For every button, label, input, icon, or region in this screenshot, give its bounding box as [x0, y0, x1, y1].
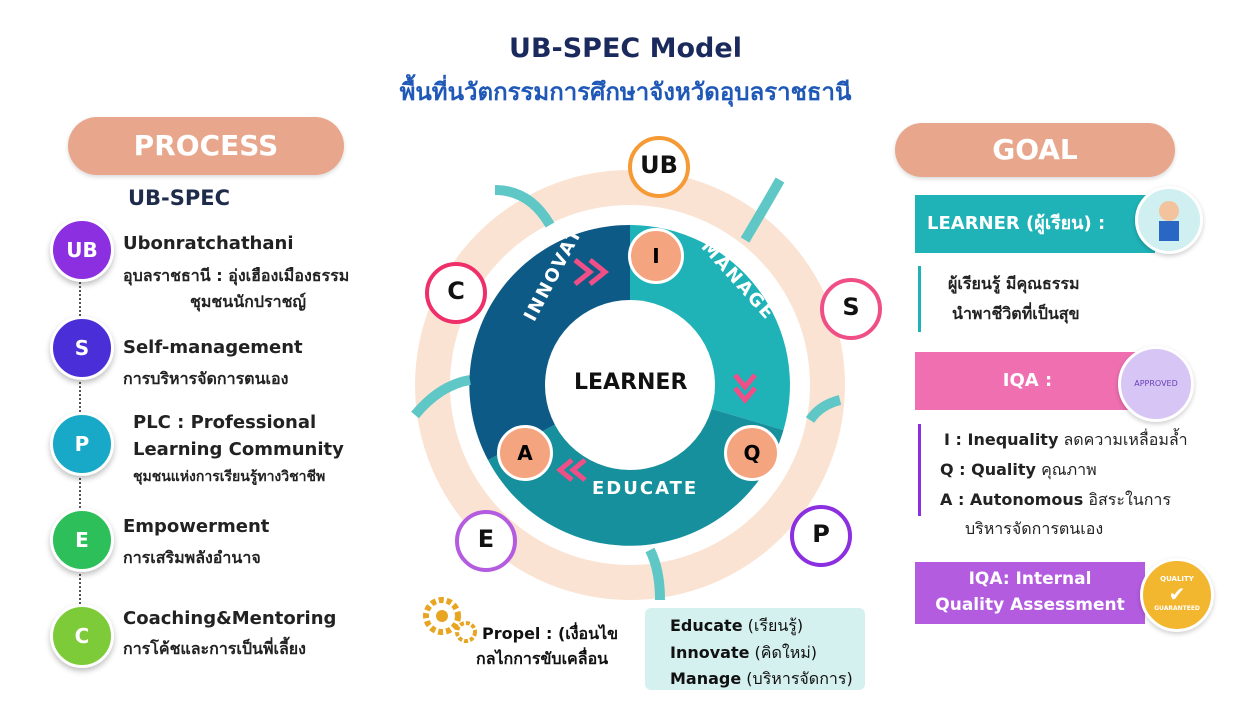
- node-q: Q: [724, 425, 780, 481]
- iqa-bar-accent: [918, 424, 921, 516]
- page-title: UB-SPEC Model: [509, 33, 742, 64]
- propel-box: [645, 608, 865, 690]
- goal-heading: GOAL: [895, 123, 1175, 177]
- iqa-full-line-1: IQA: Internal: [968, 569, 1092, 589]
- iqa-item-a-cont: บริหารจัดการตนเอง: [965, 519, 1104, 538]
- pin-p: P: [790, 505, 852, 567]
- iqa-full-line-2: Quality Assessment: [935, 595, 1125, 615]
- chevron-icon: [573, 258, 610, 286]
- propel-item-educate: Educate (เรียนรู้): [670, 616, 804, 635]
- chevron-icon: [733, 373, 757, 404]
- process-item-e-line2: การเสริมพลังอำนาจ: [123, 548, 261, 567]
- segment-label-educate: EDUCATE: [592, 478, 699, 499]
- arrow-icon: [740, 177, 785, 243]
- chevron-icon: [556, 458, 587, 482]
- process-item-p-title: PLC : Professional: [133, 412, 317, 433]
- pin-e: E: [455, 510, 517, 572]
- page-subtitle: พื้นที่นวัตกรรมการศึกษาจังหวัดอุบลราชธาน…: [399, 78, 852, 106]
- process-item-s-line2: การบริหารจัดการตนเอง: [123, 369, 289, 388]
- propel-item-manage: Manage (บริหารจัดการ): [670, 669, 853, 688]
- learner-line-2: นำพาชีวิตที่เป็นสุข: [952, 304, 1080, 323]
- center-circle: [545, 300, 715, 470]
- pin-ub: UB: [628, 136, 690, 198]
- arrow-icon: [805, 395, 842, 423]
- process-item-ub-title: Ubonratchathani: [123, 233, 294, 254]
- check-icon: ✔: [1168, 582, 1186, 606]
- node-i: I: [628, 228, 684, 284]
- process-badge-e: E: [50, 508, 114, 572]
- pin-s: S: [820, 278, 882, 340]
- process-item-p-line3: ชุมชนแห่งการเรียนรู้ทางวิชาชีพ: [133, 469, 326, 485]
- process-item-ub-line3: ชุมชนนักปราชญ์: [190, 292, 307, 311]
- propel-item-innovate: Innovate (คิดใหม่): [670, 643, 818, 662]
- process-item-p-line2: Learning Community: [133, 439, 344, 460]
- process-badge-ub: UB: [50, 218, 114, 282]
- process-badge-c: C: [50, 604, 114, 668]
- arrow-icon: [645, 547, 665, 601]
- learner-line-1: ผู้เรียนรู้ มีคุณธรรม: [948, 274, 1080, 293]
- process-item-ub-line2: อุบลราชธานี : อุ่งเฮืองเมืองธรรม: [123, 266, 350, 285]
- process-badge-p: P: [50, 412, 114, 476]
- learner-bar: LEARNER (ผู้เรียน) :: [915, 195, 1155, 253]
- process-item-c-title: Coaching&Mentoring: [123, 608, 337, 629]
- node-a: A: [497, 425, 553, 481]
- process-heading: PROCESS: [68, 117, 344, 175]
- approved-clipboard-icon: APPROVED: [1118, 346, 1194, 422]
- process-item-c-line2: การโค้ชและการเป็นพี่เลี้ยง: [123, 639, 306, 658]
- arrow-icon: [494, 185, 555, 228]
- process-item-e-title: Empowerment: [123, 516, 270, 537]
- arrow-icon: [411, 375, 471, 419]
- badge-text-2: GUARANTEED: [1154, 605, 1200, 612]
- iqa-bar: IQA :: [915, 352, 1140, 410]
- gears-icon: [423, 597, 477, 643]
- learner-bar-accent: [918, 266, 921, 332]
- iqa-item-q: Q : Quality คุณภาพ: [940, 460, 1097, 479]
- process-subheading: UB-SPEC: [128, 186, 231, 210]
- process-item-s-title: Self-management: [123, 337, 303, 358]
- quality-badge-icon: QUALITY ✔ GUARANTEED: [1140, 558, 1214, 632]
- iqa-full-bar: IQA: Internal Quality Assessment: [915, 562, 1145, 624]
- propel-label-2: กลไกการขับเคลื่อน: [476, 649, 609, 668]
- process-badge-s: S: [50, 316, 114, 380]
- pin-c: C: [425, 262, 487, 324]
- iqa-item-a: A : Autonomous อิสระในการ: [940, 490, 1171, 509]
- iqa-item-i: I : Inequality ลดความเหลื่อมล้ำ: [944, 430, 1188, 449]
- wheel-center-label: LEARNER: [574, 370, 688, 395]
- learner-avatar-icon: [1135, 186, 1203, 254]
- badge-text-1: QUALITY: [1160, 575, 1194, 583]
- propel-label: Propel : (เงื่อนไข: [482, 624, 619, 643]
